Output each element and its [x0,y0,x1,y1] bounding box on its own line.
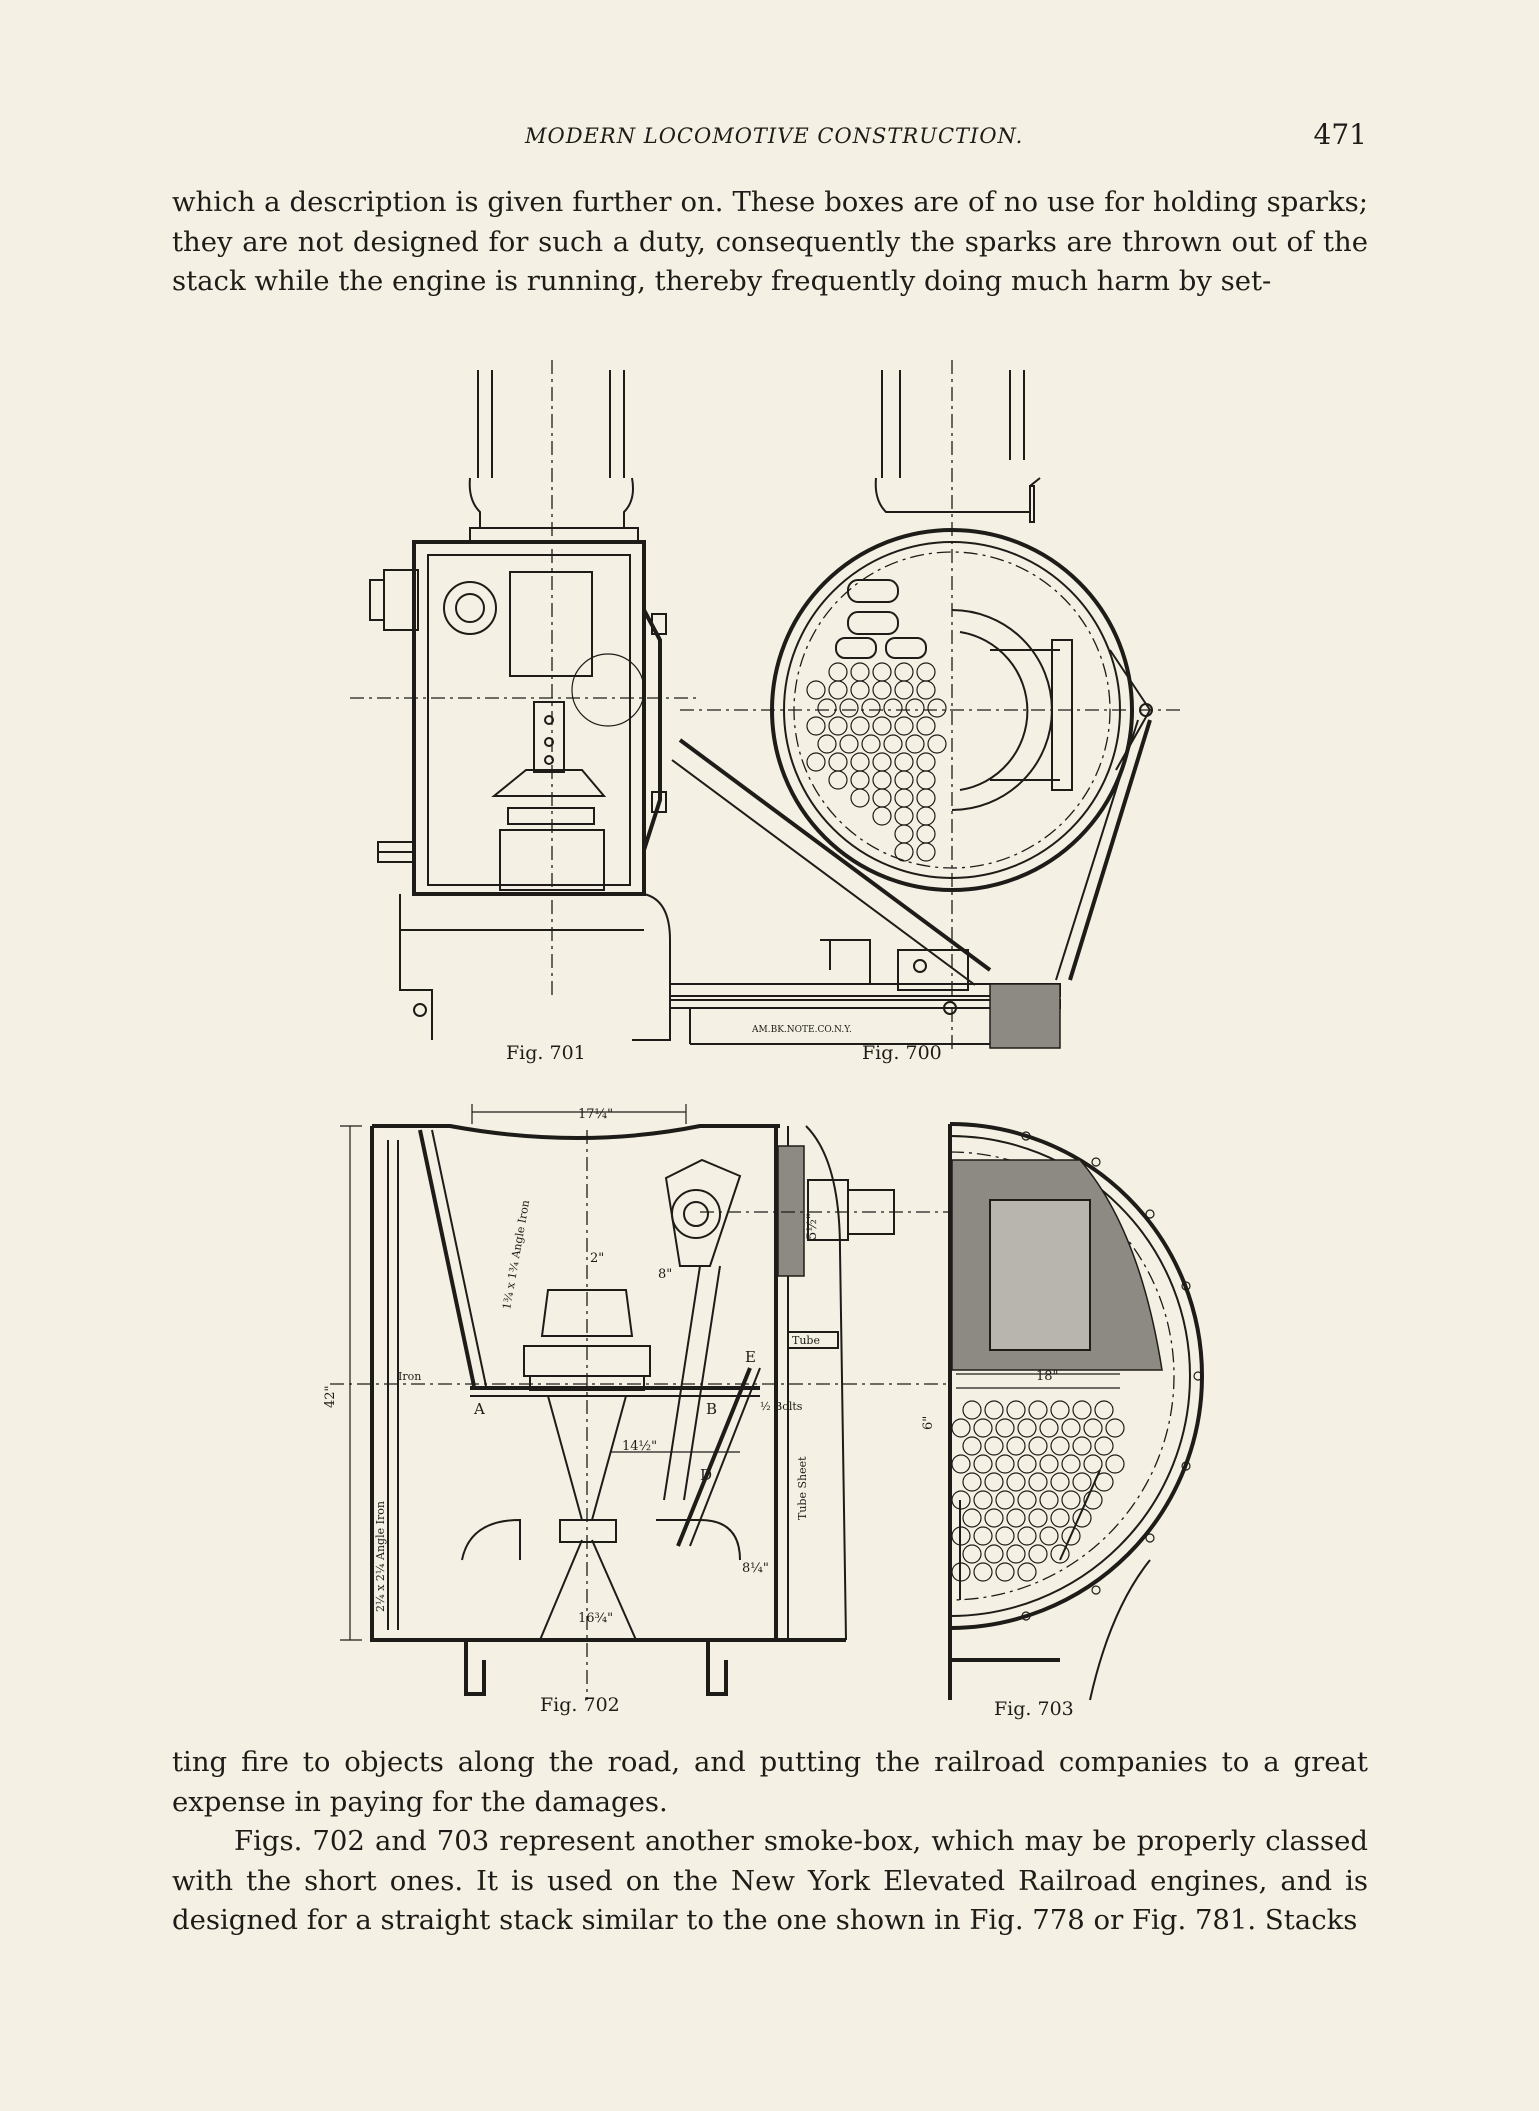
dim-8-1-4: 8¼" [742,1561,769,1576]
bolts-label: ½ Bolts [760,1400,803,1413]
iron-label: Iron [398,1370,421,1383]
fig-703-drawing: 18" 6" [921,1122,1204,1701]
paragraph-top: which a description is given further on.… [172,186,1368,297]
tube-sheet-label: Tube Sheet [796,1456,809,1520]
engraver-imprint: AM.BK.NOTE.CO.N.Y. [751,1025,852,1035]
point-a: A [473,1400,485,1418]
dim-6: 6" [921,1416,936,1430]
paragraph-continue: ting fire to objects along the road, and… [172,1746,1368,1818]
dim-5-1-2: 5½" [805,1213,820,1240]
page-number: 471 [1313,118,1367,151]
dim-42: 42" [323,1385,338,1408]
fig-702-drawing: 17¼" 42" 1¾ x 1¾ Angle Iron 2¼ x 2¼ Angl… [323,1104,960,1700]
dim-14-1-2: 14½" [622,1439,657,1454]
point-d: D [700,1466,712,1484]
angle-iron-1: 1¾ x 1¾ Angle Iron [500,1199,532,1310]
paragraph-bottom: ting fire to objects along the road, and… [172,1743,1368,1941]
fig-700-label: Fig. 700 [862,1042,942,1064]
point-b: B [706,1400,717,1418]
fig-700-drawing: AM.BK.NOTE.CO.N.Y. [669,360,1180,1050]
fig-701-label: Fig. 701 [506,1042,586,1064]
angle-iron-2: 2¼ x 2¼ Angle Iron [374,1501,387,1612]
point-e: E [745,1348,756,1366]
fig-703-label: Fig. 703 [994,1698,1074,1720]
dim-16-3-4: 16¾" [578,1611,613,1626]
fig-702-label: Fig. 702 [540,1694,620,1716]
fig-701-drawing [350,360,700,1041]
tube-label: Tube [792,1334,820,1347]
dim-18: 18" [1036,1369,1059,1384]
dim-8: 8" [658,1267,672,1282]
running-title: MODERN LOCOMOTIVE CONSTRUCTION. [525,124,1024,148]
dim-17-1-4: 17¼" [578,1107,613,1122]
dim-2: 2" [590,1251,604,1266]
paragraph-next: Figs. 702 and 703 represent another smok… [172,1825,1368,1936]
